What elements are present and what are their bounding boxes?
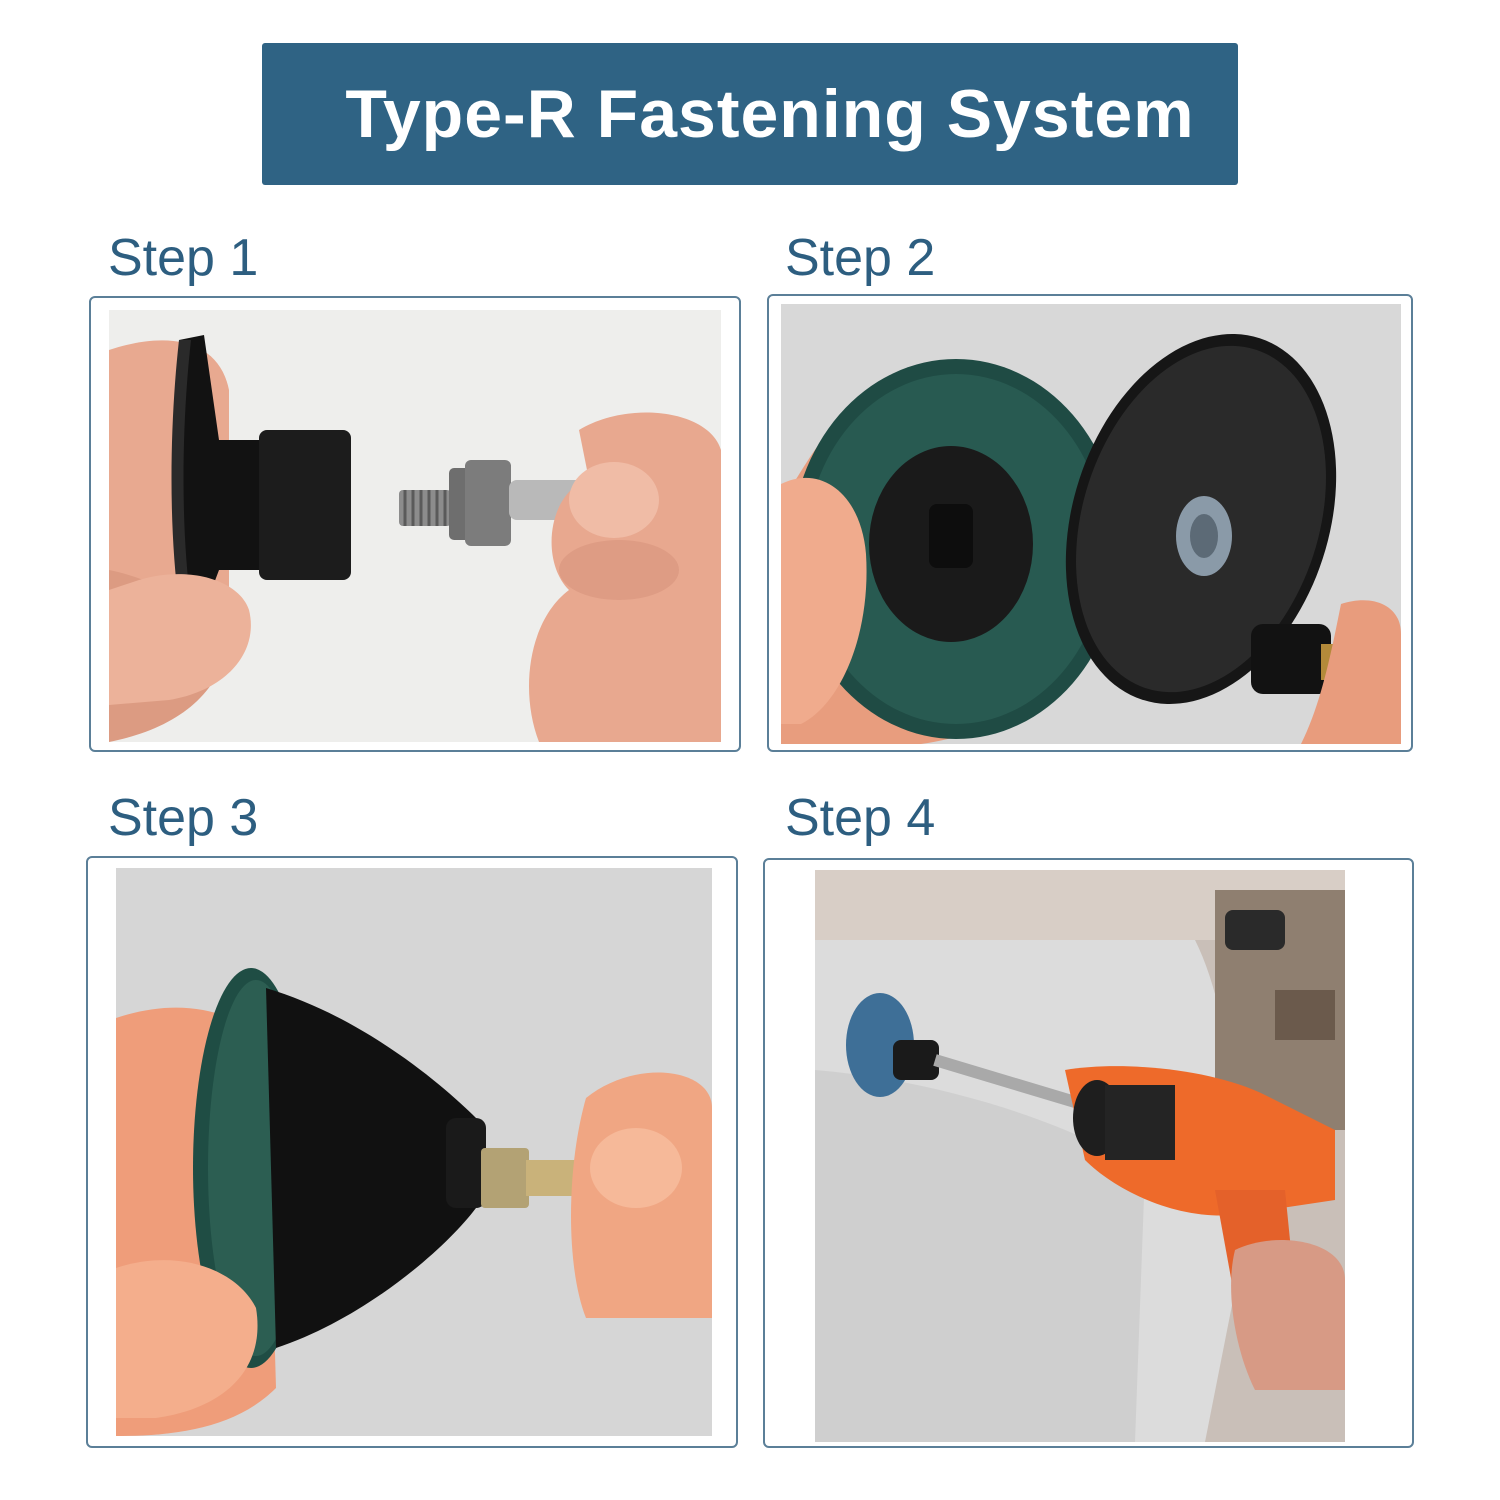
step-2-label: Step 2: [785, 229, 936, 287]
step-1-photo: [109, 310, 721, 742]
step-2-photo: [781, 304, 1401, 744]
step-4-label: Step 4: [785, 789, 936, 847]
step-1-frame: [89, 296, 741, 752]
step-3-frame: [86, 856, 738, 1448]
step-3-label: Step 3: [108, 789, 259, 847]
step-2-frame: [767, 294, 1413, 752]
step-4-photo: [815, 870, 1345, 1442]
title-banner: Type-R Fastening System: [262, 43, 1238, 185]
page-title: Type-R Fastening System: [345, 76, 1195, 152]
step-1-label: Step 1: [108, 229, 259, 287]
step-3-photo: [116, 868, 712, 1436]
step-4-frame: [763, 858, 1414, 1448]
